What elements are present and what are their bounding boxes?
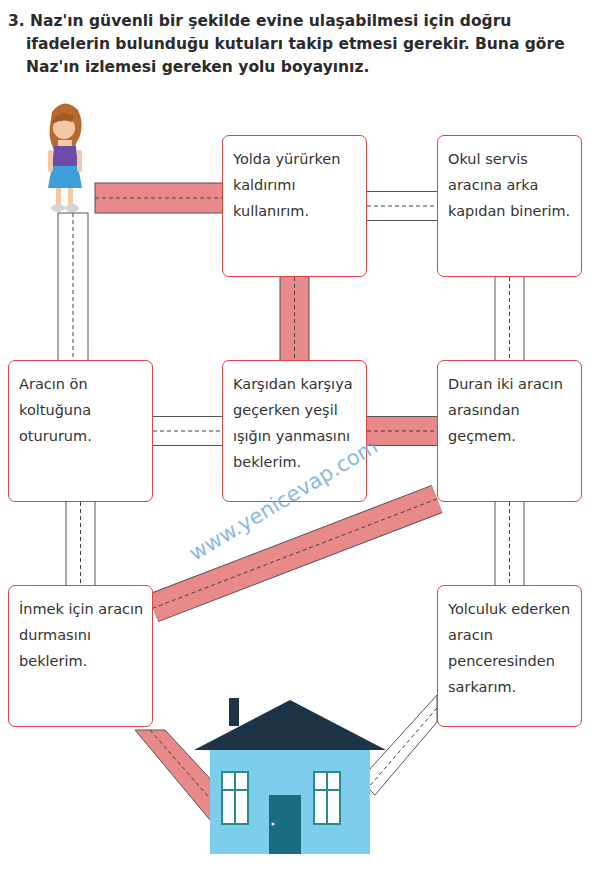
road-connector [367,206,437,207]
road-start-white [58,213,88,361]
question-title: 3. Naz'ın güvenli bir şekilde evine ulaş… [8,10,580,79]
statement-box: İnmek için aracın durmasını beklerim. [8,585,153,727]
girl-figure [48,103,82,212]
road-connector [509,502,510,585]
statement-box: Yolda yürürken kaldırımı kullanırım. [222,135,367,277]
statement-text: Aracın ön koltuğuna otururum. [19,371,144,449]
statement-text: Yolda yürürken kaldırımı kullanırım. [233,146,358,224]
statement-box: Aracın ön koltuğuna otururum. [8,360,153,502]
statement-text: Yolculuk ederken aracın penceresinden sa… [448,596,573,700]
statement-box: Yolculuk ederken aracın penceresinden sa… [437,585,582,727]
road-connector [153,431,222,432]
road-connector [367,431,437,432]
road-start-pink [95,183,223,213]
house-figure [194,698,386,854]
statement-text: İnmek için aracın durmasını beklerim. [19,596,144,674]
statement-box: Okul servis aracına arka kapıdan binerim… [437,135,582,277]
road-connector [509,277,510,360]
road-connector [294,277,295,360]
road-connector [80,502,81,585]
statement-box: Duran iki aracın arasından geçmem. [437,360,582,502]
statement-text: Duran iki aracın arasından geçmem. [448,371,573,449]
statement-text: Okul servis aracına arka kapıdan binerim… [448,146,573,224]
